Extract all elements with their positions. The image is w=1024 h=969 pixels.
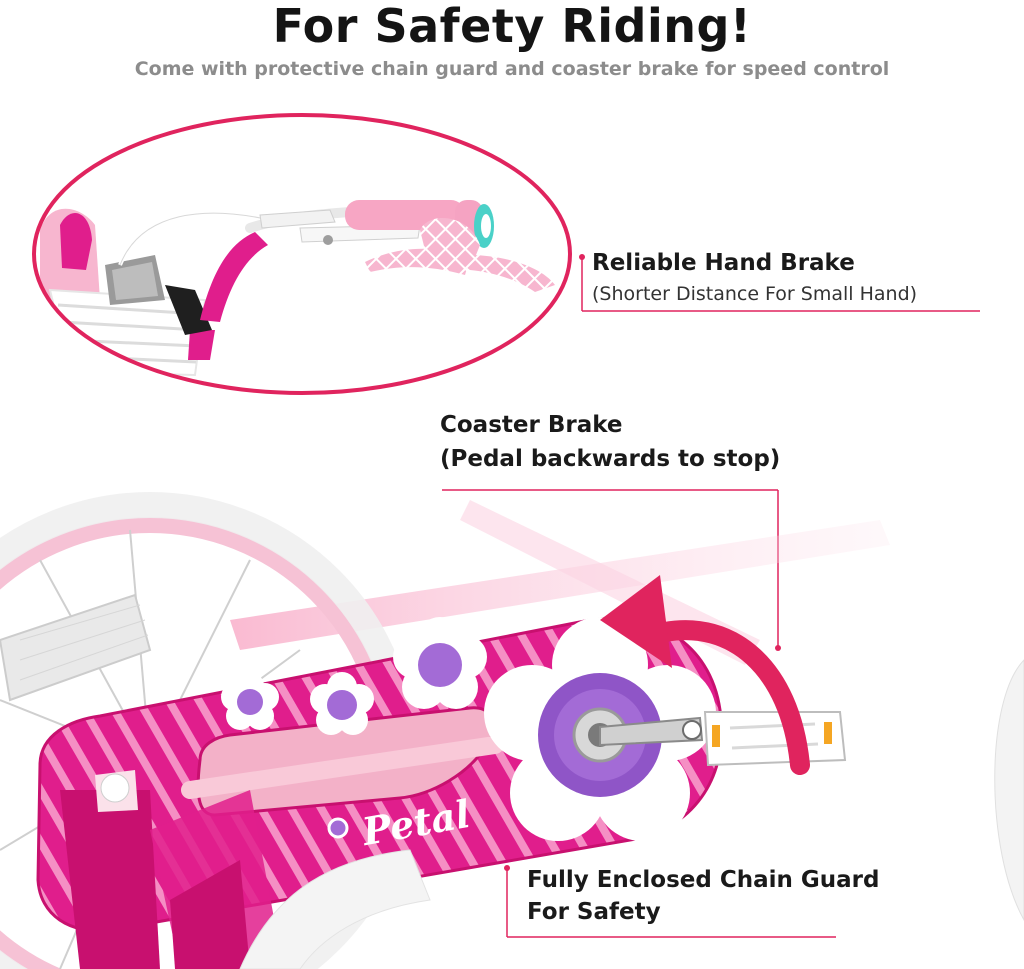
page-title: For Safety Riding! (272, 0, 752, 53)
pedal-icon (703, 711, 847, 767)
hand-brake-closeup (32, 113, 572, 395)
backward-arrow-icon (600, 575, 810, 775)
hand-brake-subtitle: (Shorter Distance For Small Hand) (592, 283, 918, 305)
coaster-brake-title: Coaster Brake (440, 412, 623, 438)
coaster-brake-subtitle: (Pedal backwards to stop) (440, 446, 781, 472)
chain-guard-title: Fully Enclosed Chain Guard (527, 867, 880, 893)
leader-lines (442, 254, 980, 938)
page-subtitle: Come with protective chain guard and coa… (134, 58, 890, 80)
chain-guard-subtitle: For Safety (527, 899, 661, 925)
chain-guard-closeup (0, 492, 1024, 969)
reflector-icon (105, 255, 165, 305)
crank-icon (572, 707, 704, 763)
ribbon-icon (365, 218, 555, 292)
hand-brake-title: Reliable Hand Brake (592, 250, 855, 276)
